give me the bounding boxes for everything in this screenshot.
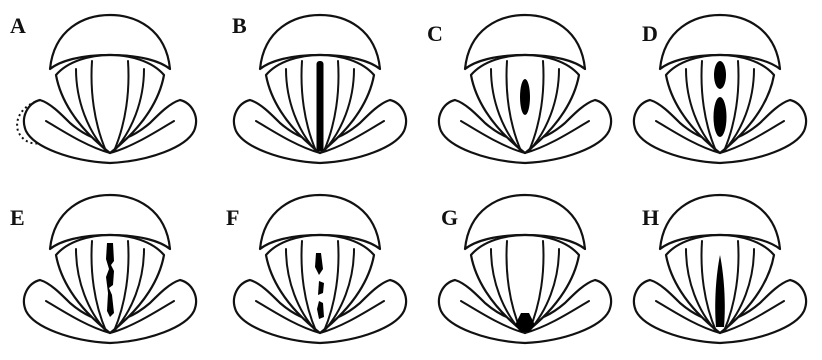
larynx-drawing-h (620, 185, 820, 360)
glottal-gap-b-0 (317, 61, 324, 151)
glottal-gap-d-1 (714, 97, 727, 137)
panel-c: C (425, 5, 625, 180)
larynx-drawing-e (10, 185, 210, 360)
larynx-drawing-c (425, 5, 625, 180)
panel-g: G (425, 185, 625, 360)
glottal-gap-d-0 (714, 61, 726, 89)
larynx-drawing-d (620, 5, 820, 180)
glottal-gap-c-0 (520, 79, 530, 115)
larynx-drawing-g (425, 185, 625, 360)
panel-f: F (220, 185, 420, 360)
panel-d: D (620, 5, 820, 180)
panel-a: A (10, 5, 210, 180)
larynx-drawing-b (220, 5, 420, 180)
larynx-drawing-f (220, 185, 420, 360)
panel-b: B (220, 5, 420, 180)
larynx-drawing-a (10, 5, 210, 180)
panel-e: E (10, 185, 210, 360)
panel-h: H (620, 185, 820, 360)
